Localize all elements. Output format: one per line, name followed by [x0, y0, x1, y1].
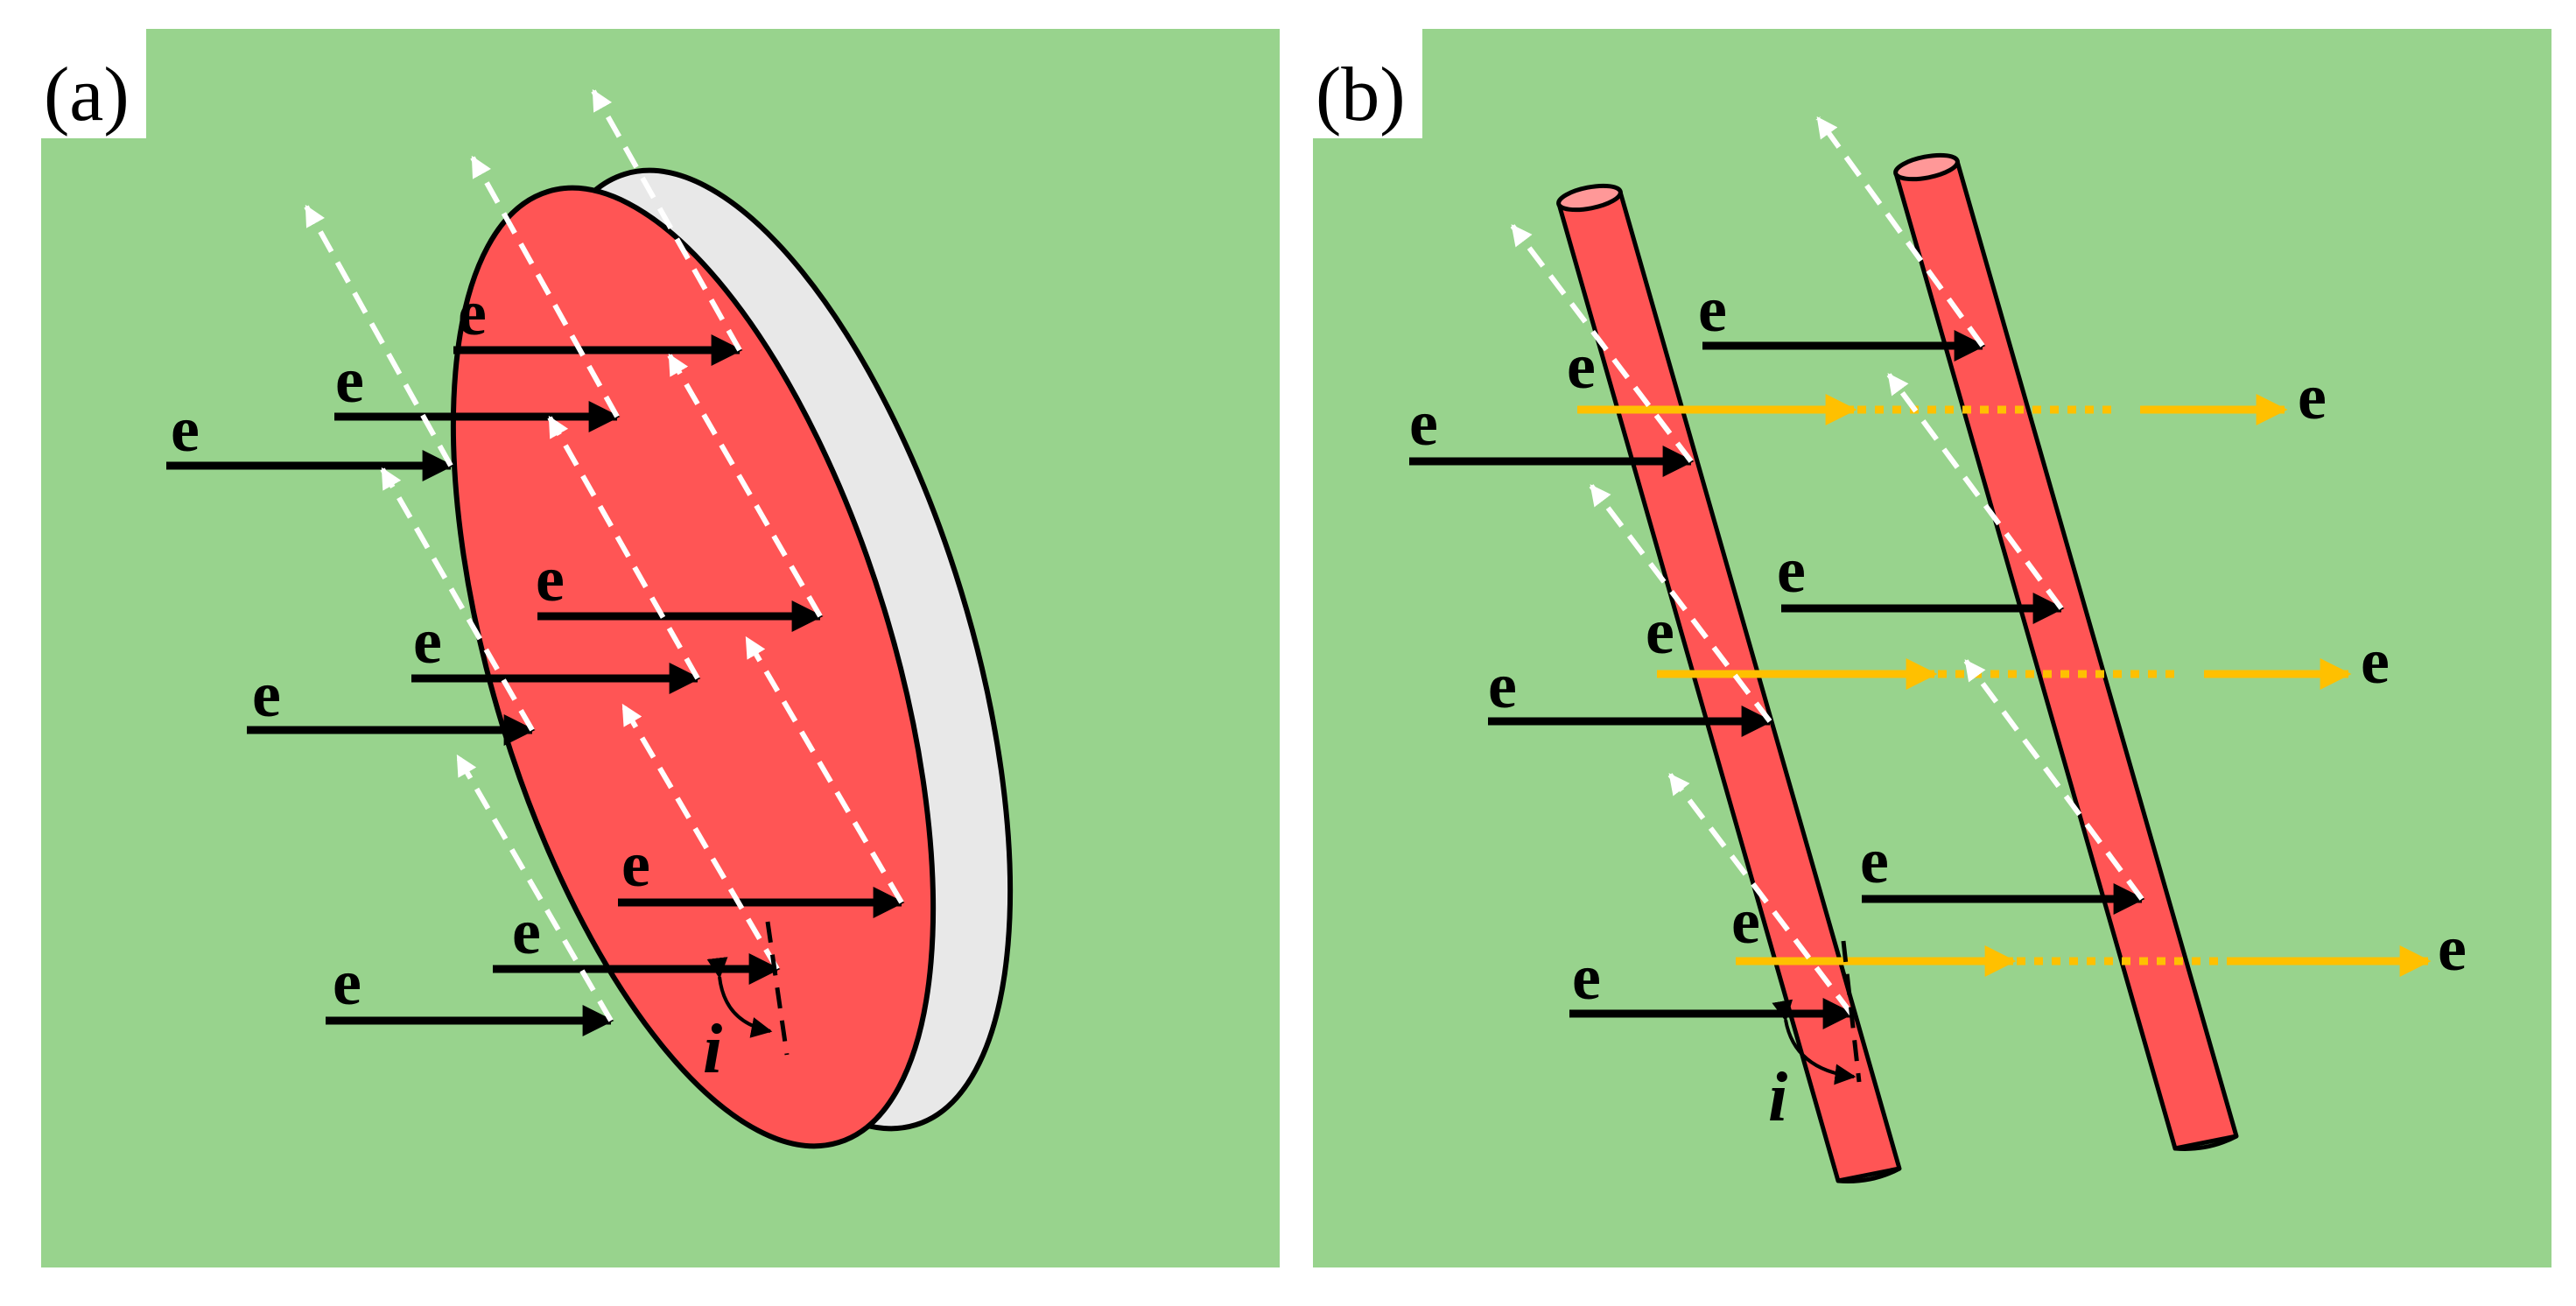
- electron-label: e: [1731, 886, 1760, 958]
- reflected-rays-a: [304, 88, 904, 1022]
- electron-label: e: [1567, 331, 1596, 403]
- electron-label: e: [2438, 913, 2467, 985]
- electron-label: e: [512, 896, 541, 968]
- angle-label: i: [703, 1011, 722, 1088]
- panel-b-label: (b): [1316, 53, 1406, 137]
- reflected-ray: [1815, 116, 1985, 348]
- electron-label: e: [252, 659, 281, 731]
- angle-label: i: [1768, 1059, 1787, 1136]
- fibre-end-bottom: [1837, 1166, 1901, 1183]
- reflected-ray: [1963, 659, 2144, 901]
- electron-label: e: [1488, 650, 1517, 722]
- reflected-ray: [455, 754, 614, 1022]
- electron-labels-b: e e e e e e e e e e e e: [1409, 274, 2467, 1014]
- surface-normal-dash: [765, 921, 790, 1056]
- panel-a-label-box: [41, 29, 146, 138]
- reflected-ray: [304, 204, 453, 467]
- panel-b: (b): [1313, 29, 2551, 1267]
- electron-label: e: [1777, 535, 1806, 607]
- panel-b-label-box: [1313, 29, 1422, 138]
- electron-labels-a: e e e e e e e e e: [171, 277, 650, 1019]
- electron-label: e: [1409, 388, 1438, 460]
- reflected-ray: [1589, 484, 1772, 723]
- incidence-angle-a: i: [703, 921, 790, 1088]
- reflected-ray: [1510, 224, 1694, 463]
- electron-label: e: [333, 947, 361, 1019]
- electron-label: e: [1860, 825, 1889, 897]
- electron-label: e: [621, 829, 650, 901]
- electron-label: e: [536, 544, 565, 615]
- reflected-ray: [591, 88, 742, 352]
- reflected-ray: [1886, 373, 2064, 610]
- fibre-specimen-1: [1556, 183, 1902, 1183]
- panel-a-label: (a): [44, 53, 130, 137]
- angle-arc: [1772, 999, 1857, 1085]
- electron-label: e: [1572, 942, 1601, 1014]
- fibre-end-top: [1893, 152, 1960, 182]
- electron-label: e: [2361, 626, 2390, 698]
- reflected-ray: [667, 353, 823, 618]
- electron-label: e: [1646, 596, 1674, 668]
- fibre-end-top: [1556, 183, 1623, 213]
- electron-label: e: [335, 345, 364, 417]
- angle-arc: [706, 957, 773, 1038]
- incident-beams-b: [1409, 330, 2145, 1029]
- reflected-ray: [744, 635, 904, 904]
- incidence-angle-b: i: [1768, 940, 1862, 1136]
- electron-label: e: [458, 277, 487, 349]
- reflected-ray: [470, 155, 620, 418]
- incident-beams-a: [166, 334, 905, 1036]
- reflected-ray: [621, 703, 780, 971]
- reflected-ray: [547, 415, 700, 680]
- reflected-rays-b: [1510, 116, 2144, 1015]
- reflected-ray: [1667, 773, 1854, 1015]
- electron-label: e: [171, 394, 200, 466]
- electron-label: e: [1698, 274, 1727, 346]
- panel-a: (a): [41, 29, 1280, 1267]
- electron-label: e: [413, 606, 442, 678]
- reflected-ray: [380, 467, 535, 732]
- fibre-end-bottom: [2174, 1134, 2238, 1151]
- electron-label: e: [2298, 362, 2327, 433]
